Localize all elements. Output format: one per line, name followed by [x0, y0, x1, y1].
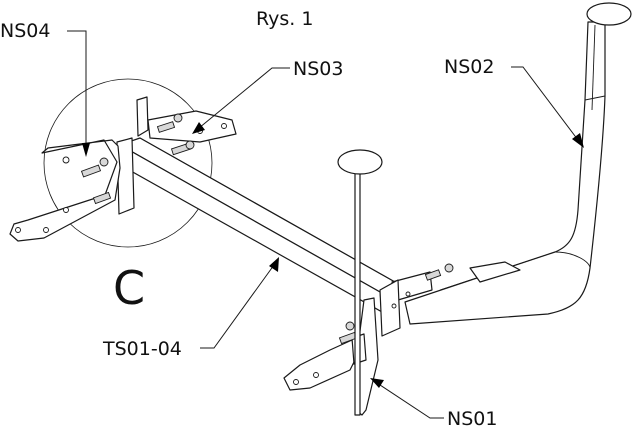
- callout-ns02: NS02: [444, 56, 494, 78]
- ns04-left-foot: [9, 139, 121, 242]
- right-end-plate: [379, 271, 433, 337]
- ts01-04-leader: [200, 257, 279, 349]
- ns03-upper-bracket: [136, 96, 237, 156]
- right-bolt-nut: [424, 263, 454, 281]
- ns01-bottom-foot: [283, 297, 379, 416]
- ns02-leader: [511, 66, 584, 148]
- ns01-marker-pin: [337, 149, 383, 416]
- callout-ns01: NS01: [447, 408, 497, 430]
- detail-letter-c: C: [113, 261, 145, 315]
- left-end-plate: [116, 137, 135, 215]
- callout-ts01-04: TS01-04: [102, 338, 182, 360]
- ns01-leader: [370, 378, 444, 419]
- figure-caption: Rys. 1: [256, 8, 313, 30]
- ns04-leader: [67, 30, 90, 157]
- detail-circle-c: [43, 78, 213, 248]
- ns03-leader: [192, 67, 290, 134]
- callout-ns03: NS03: [293, 58, 343, 80]
- callout-ns04: NS04: [0, 20, 50, 42]
- ns02-handle-tube: [404, 21, 606, 325]
- ts01-04-main-beam: [119, 137, 396, 313]
- ns02-top-cap: [586, 2, 632, 26]
